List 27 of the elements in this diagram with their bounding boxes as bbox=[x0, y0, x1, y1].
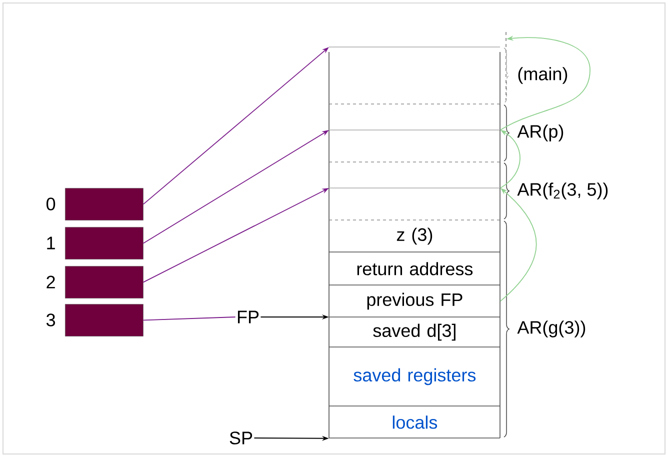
arrow bbox=[500, 130, 520, 188]
empty-stack-cell bbox=[328, 46, 500, 104]
empty-stack-cell bbox=[328, 130, 500, 162]
stack-cell: locals bbox=[328, 406, 500, 438]
empty-stack-cell bbox=[328, 162, 500, 188]
display-register: 2 bbox=[46, 266, 144, 298]
stack-cell: previous FP bbox=[328, 284, 500, 318]
node-label: 2 bbox=[46, 276, 55, 288]
display-register: 1 bbox=[47, 227, 144, 260]
pointer-label: FP bbox=[238, 310, 259, 324]
stack-cell: saved d[3] bbox=[328, 316, 500, 348]
node-label: 0 bbox=[46, 198, 56, 210]
frame-label: AR(f$_{2}$(3, 5)) bbox=[517, 182, 608, 200]
node-label: 3 bbox=[46, 314, 56, 326]
empty-stack-cell bbox=[328, 104, 500, 130]
display-register: 3 bbox=[46, 304, 144, 336]
arrow bbox=[500, 188, 537, 302]
frame-label: (main) bbox=[518, 67, 568, 84]
display-register: 0 bbox=[46, 188, 144, 220]
frame-label: AR(g(3)) bbox=[517, 320, 586, 338]
empty-stack-cell bbox=[328, 188, 500, 220]
stack-cell: saved registers bbox=[328, 346, 500, 406]
pointer-label: SP bbox=[230, 432, 252, 444]
stack-cell: z (3) bbox=[328, 220, 500, 252]
frame-label: AR(p) bbox=[517, 124, 564, 142]
node-label: 1 bbox=[47, 236, 55, 250]
stack-cell: return address bbox=[328, 252, 500, 286]
